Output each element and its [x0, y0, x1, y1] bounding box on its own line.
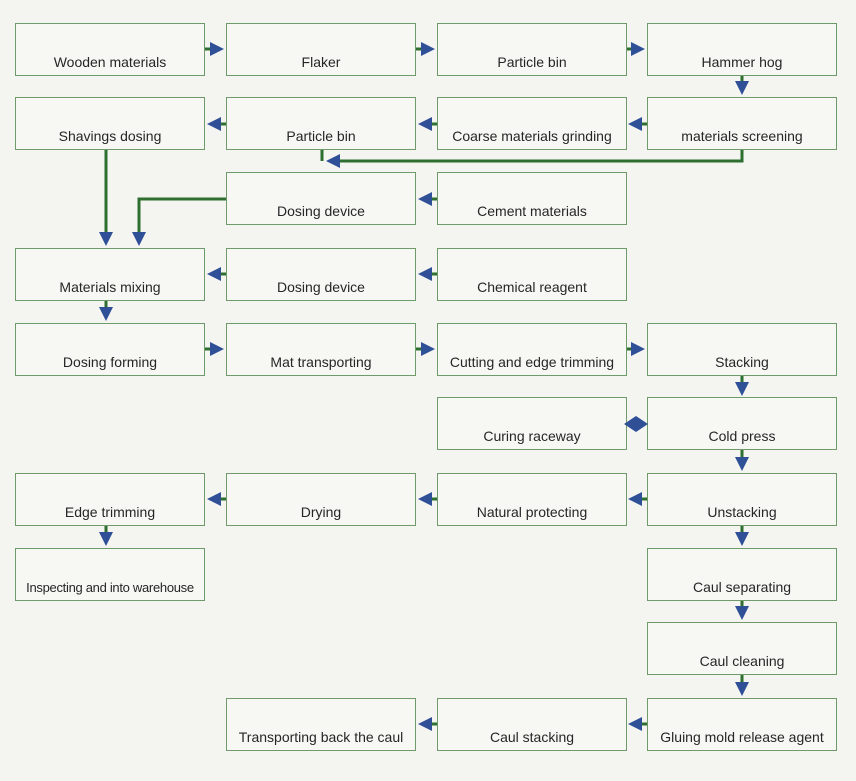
arrowhead [735, 532, 749, 546]
step-edge-trimming: Edge trimming [15, 473, 205, 526]
arrowhead [326, 154, 340, 168]
arrowhead [735, 606, 749, 620]
step-gluing-release-agent: Gluing mold release agent [647, 698, 837, 751]
connector-line [137, 197, 226, 233]
arrowhead [418, 267, 432, 281]
connector-line [338, 150, 744, 163]
arrowhead [735, 382, 749, 396]
step-transporting-back-caul: Transporting back the caul [226, 698, 416, 751]
step-particle-bin-1: Particle bin [437, 23, 627, 76]
step-particle-bin-2: Particle bin [226, 97, 416, 150]
step-caul-stacking: Caul stacking [437, 698, 627, 751]
arrowhead [99, 232, 113, 246]
arrowhead [210, 42, 224, 56]
arrowhead [207, 267, 221, 281]
step-wooden-materials: Wooden materials [15, 23, 205, 76]
step-cutting-trimming: Cutting and edge trimming [437, 323, 627, 376]
step-dosing-forming: Dosing forming [15, 323, 205, 376]
step-caul-separating: Caul separating [647, 548, 837, 601]
arrowhead [421, 342, 435, 356]
double-arrowhead [624, 416, 648, 432]
arrowhead [207, 117, 221, 131]
arrowhead [99, 307, 113, 321]
step-shavings-dosing: Shavings dosing [15, 97, 205, 150]
arrowhead [418, 192, 432, 206]
arrowhead [735, 682, 749, 696]
step-curing-raceway: Curing raceway [437, 397, 627, 450]
step-mat-transporting: Mat transporting [226, 323, 416, 376]
step-cold-press: Cold press [647, 397, 837, 450]
step-flaker: Flaker [226, 23, 416, 76]
arrowhead [735, 457, 749, 471]
step-stacking: Stacking [647, 323, 837, 376]
arrowhead [207, 492, 221, 506]
step-inspecting-warehouse: Inspecting and into warehouse [15, 548, 205, 601]
arrowhead [628, 117, 642, 131]
step-materials-mixing: Materials mixing [15, 248, 205, 301]
arrowhead [735, 81, 749, 95]
step-caul-cleaning: Caul cleaning [647, 622, 837, 675]
arrowhead [418, 117, 432, 131]
arrowhead [628, 492, 642, 506]
arrowhead [421, 42, 435, 56]
arrowhead [210, 342, 224, 356]
arrowhead [99, 532, 113, 546]
step-coarse-grinding: Coarse materials grinding [437, 97, 627, 150]
step-hammer-hog: Hammer hog [647, 23, 837, 76]
arrowhead [418, 492, 432, 506]
arrowhead [628, 717, 642, 731]
arrowhead [132, 232, 146, 246]
arrowhead [631, 42, 645, 56]
step-chemical-reagent: Chemical reagent [437, 248, 627, 301]
step-dosing-device-1: Dosing device [226, 172, 416, 225]
arrowhead [631, 342, 645, 356]
step-dosing-device-2: Dosing device [226, 248, 416, 301]
step-cement-materials: Cement materials [437, 172, 627, 225]
step-natural-protecting: Natural protecting [437, 473, 627, 526]
step-unstacking: Unstacking [647, 473, 837, 526]
arrowhead [418, 717, 432, 731]
step-materials-screening: materials screening [647, 97, 837, 150]
step-drying: Drying [226, 473, 416, 526]
